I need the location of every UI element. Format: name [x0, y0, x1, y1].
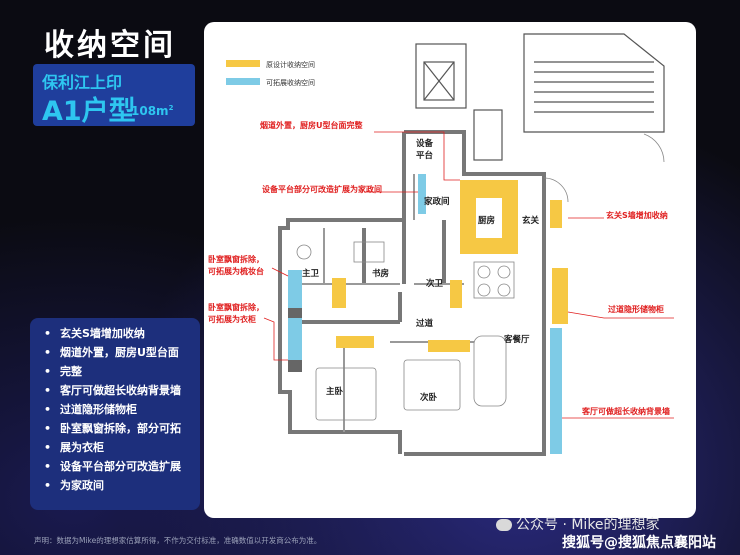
project-name: 保利江上印	[42, 73, 123, 92]
interior-walls	[288, 174, 474, 432]
callout-living-wall: 客厅可做超长收纳背景墙	[581, 406, 670, 416]
room-study: 书房	[372, 268, 389, 279]
callout-texts: 烟道外置，厨房U型台面完整 设备平台部分可改造扩展为家政间 卧室飘窗拆除， 可拓…	[208, 120, 670, 416]
callout-bay-wardrobe: 卧室飘窗拆除，	[208, 302, 264, 312]
room-platform: 设备	[416, 138, 434, 149]
room-platform: 平台	[416, 150, 434, 161]
page-title: 收纳空间	[44, 28, 176, 63]
bullet-item-continuation: 完整	[42, 362, 194, 381]
room-laundry: 家政间	[424, 196, 450, 207]
legend-swatch-expandable	[226, 78, 260, 85]
unit-type: A1户型	[42, 96, 136, 127]
bullet-item: 过道隐形储物柜	[42, 400, 194, 419]
bullet-list: 玄关S墙增加收纳 烟道外置，厨房U型台面 完整 客厅可做超长收纳背景墙 过道隐形…	[30, 318, 200, 510]
storage-expandable	[288, 174, 562, 454]
floor-plan-panel: 原设计收纳空间 可拓展收纳空间	[204, 22, 696, 518]
callout-platform: 设备平台部分可改造扩展为家政间	[262, 184, 382, 194]
disclaimer: 声明：数据为Mike的理想家估算所得，不作为交付标准，准确数值以开发商公布为准。	[34, 536, 322, 545]
bullet-item: 设备平台部分可改造扩展	[42, 457, 194, 476]
bullet-item-continuation: 为家政间	[42, 476, 194, 495]
room-kitchen: 厨房	[478, 215, 495, 226]
callout-bay-vanity: 可拓展为梳妆台	[208, 266, 264, 276]
callout-bay-vanity: 卧室飘窗拆除，	[208, 254, 264, 264]
room-foyer: 玄关	[522, 215, 540, 226]
bullet-item-continuation: 展为衣柜	[42, 438, 194, 457]
callout-flue: 烟道外置，厨房U型台面完整	[260, 120, 363, 130]
storage-original	[332, 180, 568, 352]
bullet-item: 客厅可做超长收纳背景墙	[42, 381, 194, 400]
legend-label-original: 原设计收纳空间	[266, 60, 315, 69]
column	[288, 360, 302, 372]
bullet-item: 卧室飘窗拆除，部分可拓	[42, 419, 194, 438]
callout-lines	[263, 131, 674, 419]
unit-badge: 保利江上印 A1户型 108m2	[33, 64, 195, 127]
callout-corridor-cabinet: 过道隐形储物柜	[608, 304, 664, 314]
room-living-dining: 客餐厅	[503, 334, 530, 345]
column	[288, 308, 302, 318]
callout-entry: 玄关S墙增加收纳	[606, 210, 668, 220]
unit-area: 108m2	[131, 104, 174, 118]
room-second-bed: 次卧	[420, 392, 438, 403]
watermark-wechat: 公众号 · Mike的理想家	[496, 514, 660, 534]
room-master-bed: 主卧	[326, 386, 344, 397]
room-corridor: 过道	[416, 318, 434, 329]
furniture	[296, 133, 665, 421]
floor-plan: 原设计收纳空间 可拓展收纳空间	[208, 33, 674, 456]
legend-swatch-original	[226, 60, 260, 67]
stair-core	[415, 33, 665, 161]
wechat-icon	[496, 519, 512, 531]
room-labels: 设备 平台 家政间 厨房 玄关 主卫 书房 次卫 过道 客餐厅 主卧 次卧	[302, 138, 540, 403]
room-master-bath: 主卫	[302, 268, 320, 279]
bullet-item: 烟道外置，厨房U型台面	[42, 343, 194, 362]
bullet-item: 玄关S墙增加收纳	[42, 324, 194, 343]
callout-bay-wardrobe: 可拓展为衣柜	[208, 314, 256, 324]
watermark-sohu: 搜狐号@搜狐焦点襄阳站	[562, 535, 716, 551]
legend-label-expandable: 可拓展收纳空间	[266, 78, 315, 87]
room-second-bath: 次卫	[426, 278, 444, 289]
